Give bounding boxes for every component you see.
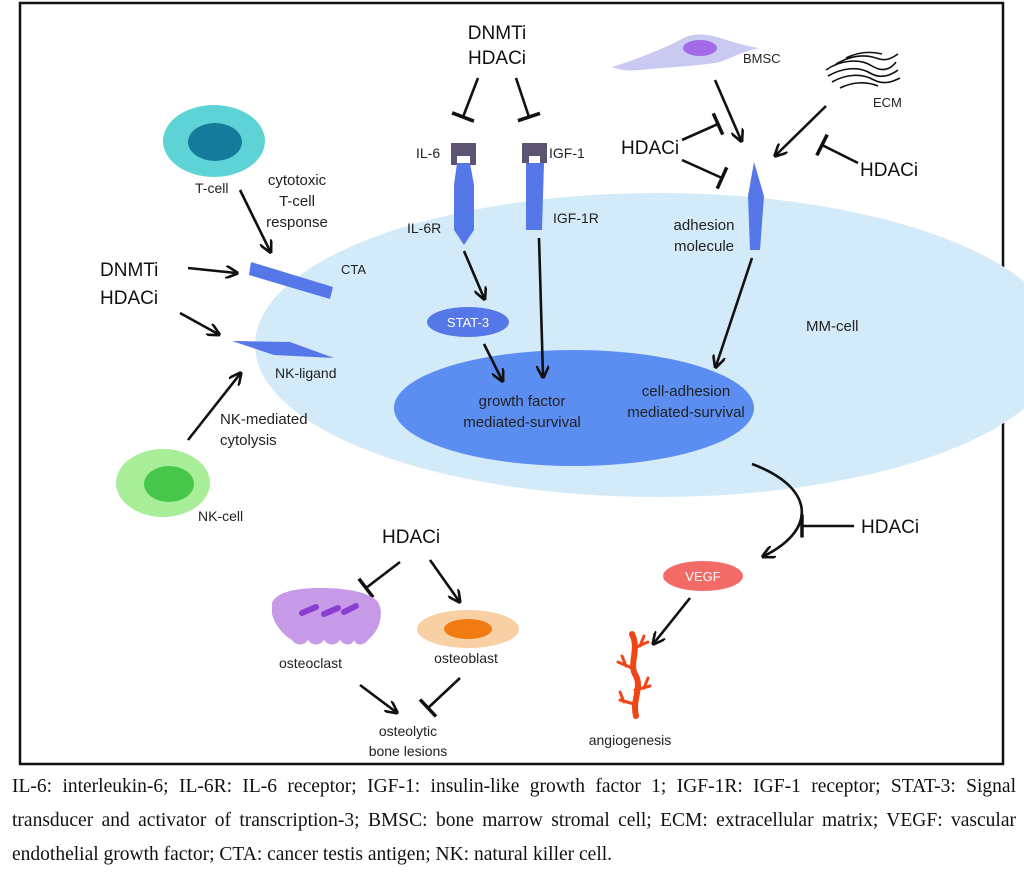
hdaci-left-label: HDACi [100, 288, 158, 309]
t-cell-nucleus [188, 123, 242, 161]
dnmti-top-label: DNMTi [468, 23, 526, 44]
arrow-igf1r-nucleus [539, 237, 543, 376]
blood-vessel [616, 631, 652, 719]
arrow-mm-vegf [751, 462, 803, 556]
inhibit-osteoclast [357, 560, 401, 599]
cta-shape [249, 262, 333, 299]
lesions-label-1: osteolytic [379, 723, 437, 739]
arrow-dnmti-cta [187, 268, 236, 273]
osteoclast-cell [272, 588, 381, 645]
angiogenesis-label: angiogenesis [589, 732, 672, 748]
arrow-adhesion-nucleus [716, 257, 754, 366]
il6-label: IL-6 [416, 145, 440, 161]
adhesion-survival-label-1: cell-adhesion [642, 383, 730, 400]
nk-mediated-label-2: cytolysis [220, 432, 277, 449]
mm-cell-label: MM-cell [806, 318, 859, 335]
arrow-nkcell-ligand [186, 374, 240, 441]
adhesion-molecule-label-1: adhesion [674, 217, 735, 234]
osteoclast-nuclei [299, 603, 359, 617]
hdaci-bone-label: HDACi [382, 527, 440, 548]
il6r-label: IL-6R [407, 220, 441, 236]
adhesion-molecule [748, 162, 764, 250]
osteoblast-nucleus [444, 619, 492, 639]
igf1-ligand [522, 143, 547, 163]
igf1r-label: IGF-1R [553, 210, 599, 226]
il6r-receptor [454, 163, 474, 245]
stat3-label: STAT-3 [447, 315, 489, 330]
hdaci-vegf-label: HDACi [861, 517, 919, 538]
arrow-stat3-nucleus [482, 343, 502, 380]
growth-survival-label-1: growth factor [479, 393, 566, 410]
igf1-label: IGF-1 [549, 145, 585, 161]
cytotoxic-label-3: response [266, 214, 328, 231]
vegf-shape [663, 561, 743, 591]
arrow-tcell-cta [238, 189, 270, 251]
nk-ligand-label: NK-ligand [275, 365, 336, 381]
osteoblast-label: osteoblast [434, 650, 498, 666]
hdaci-adhesion-left-label: HDACi [621, 138, 679, 159]
hdaci-top-label: HDACi [468, 48, 526, 69]
nk-mediated-label-1: NK-mediated [220, 411, 308, 428]
inhibit-adhesion-left-1 [681, 112, 725, 142]
bmsc-nucleus [683, 40, 717, 56]
osteoclast-label: osteoclast [279, 655, 342, 671]
arrow-vegf-angio [654, 597, 692, 643]
lesions-label-2: bone lesions [369, 743, 448, 759]
arrow-hdaci-osteoblast [428, 559, 459, 601]
stat3-shape [427, 307, 509, 337]
cytotoxic-label-2: T-cell [279, 193, 315, 210]
t-cell-label: T-cell [195, 180, 228, 196]
nk-cell-label: NK-cell [198, 508, 243, 524]
nk-cell-nucleus [144, 466, 194, 502]
inhibit-osteoblast-lesions [418, 677, 461, 718]
hdaci-adhesion-right-label: HDACi [860, 160, 918, 181]
mm-nucleus [394, 350, 754, 466]
il6-ligand [451, 143, 476, 165]
inhibit-adhesion-left-2 [681, 158, 729, 190]
ecm-fibers [825, 51, 901, 89]
adhesion-molecule-label-2: molecule [674, 238, 734, 255]
cta-label: CTA [341, 262, 366, 277]
arrow-bmsc-adhesion [713, 79, 741, 140]
arrow-osteoclast-lesions [359, 683, 396, 712]
nk-ligand-shape [232, 341, 334, 358]
arrow-ecm-adhesion [776, 105, 827, 155]
growth-survival-label-2: mediated-survival [463, 414, 581, 431]
arrow-hdaci-nkligand [179, 311, 218, 334]
inhibit-igf1-line [514, 77, 541, 123]
inhibit-il6-line [451, 77, 480, 123]
inhibit-ecm-path [815, 133, 859, 165]
bmsc-label: BMSC [743, 51, 781, 66]
ecm-label: ECM [873, 95, 902, 110]
figure-caption: IL-6: interleukin-6; IL-6R: IL-6 recepto… [12, 776, 1016, 865]
igf1r-receptor [526, 163, 544, 230]
vegf-label: VEGF [685, 569, 720, 584]
adhesion-survival-label-2: mediated-survival [627, 404, 745, 421]
arrow-il6r-stat3 [462, 250, 484, 298]
cytotoxic-label-1: cytotoxic [268, 172, 327, 189]
dnmti-left-label: DNMTi [100, 260, 158, 281]
